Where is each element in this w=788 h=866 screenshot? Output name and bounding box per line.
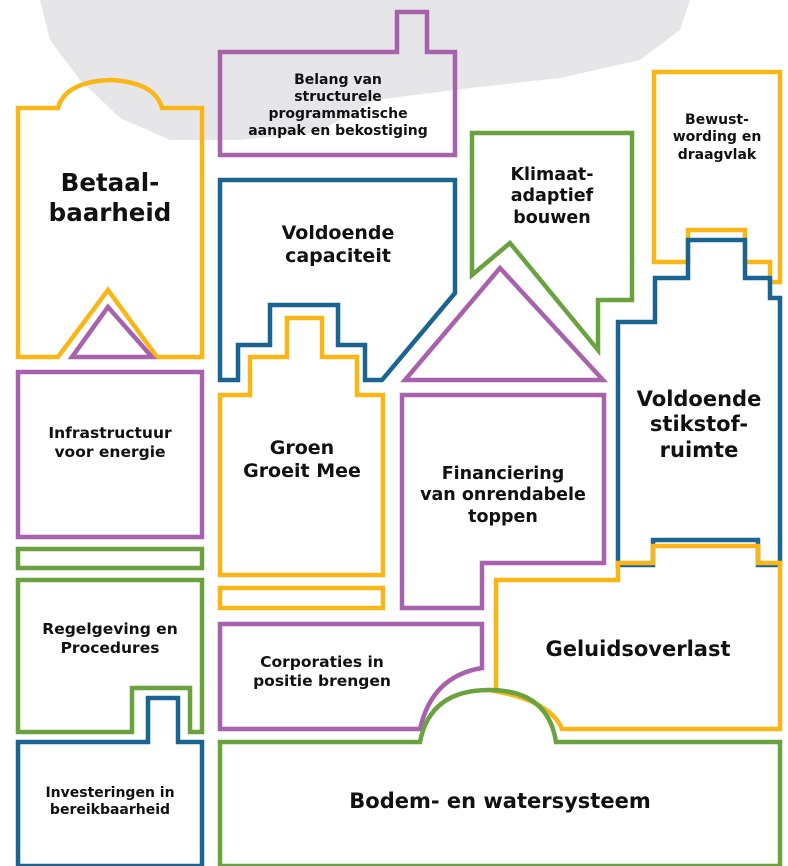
triangle-betaalbaarheid [67,303,157,360]
house-capaciteit-outline [217,177,458,383]
label-klimaat: Klimaat- adaptief bouwen [510,164,594,228]
label-investeringen: Investeringen in bereikbaarheid [45,784,175,818]
house-klimaat-outline [469,130,635,357]
strip-left [15,546,205,571]
house-belang-outline [217,9,458,158]
house-groen-outline [217,315,386,578]
label-corporaties: Corporaties in positie brengen [253,653,391,690]
house-investeringen-outline [15,695,205,866]
house-infrastructuur-outline [15,369,205,540]
map-background [40,0,690,140]
label-betaalbaarheid: Betaal- baarheid [48,168,172,227]
triangle-center [400,264,609,383]
house-corporaties-outline [217,621,485,732]
house-financiering-outline [399,392,607,611]
label-regelgeving: Regelgeving en Procedures [42,620,178,657]
label-bewustwording: Bewust- wording en draagvlak [672,112,762,163]
house-regelgeving-outline [15,577,205,735]
label-infrastructuur: Infrastructuur voor energie [48,424,172,461]
house-betaalbaarheid-outline [15,77,205,360]
label-financiering: Financiering van onrendabele toppen [420,463,586,527]
label-stikstof: Voldoende stikstof- ruimte [636,386,762,462]
label-bodem: Bodem- en watersysteem [349,789,651,814]
strip-center [217,585,386,611]
house-bodem-outline [217,687,783,866]
label-belang: Belang van structurele programmatische a… [248,71,428,140]
label-groen: Groen Groeit Mee [243,436,361,482]
label-geluidsoverlast: Geluidsoverlast [545,637,731,662]
label-capaciteit: Voldoende capaciteit [281,221,395,267]
